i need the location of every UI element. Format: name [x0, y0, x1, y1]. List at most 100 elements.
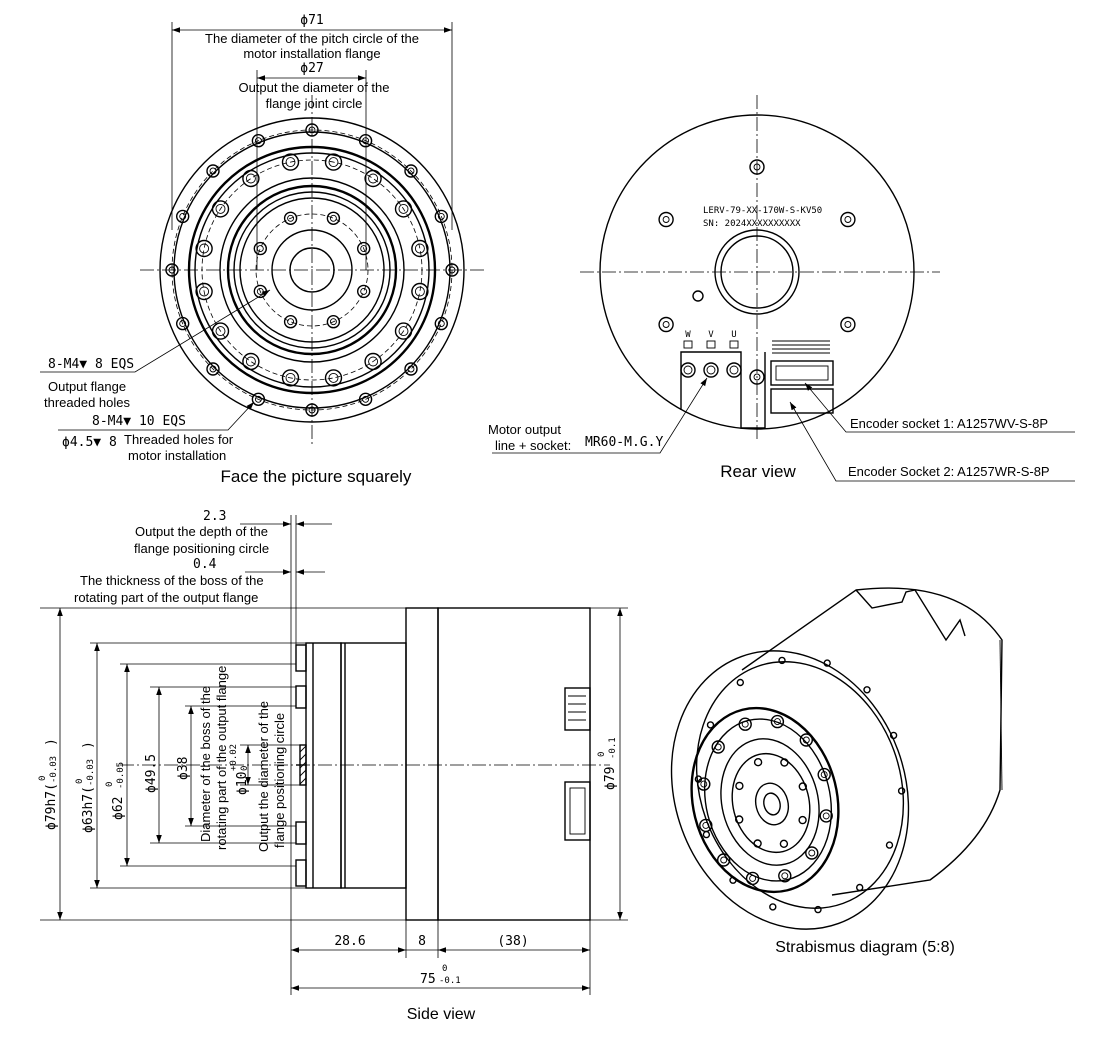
side-boss-upper	[295, 685, 307, 709]
motor-mount-hole-inner	[308, 406, 316, 414]
motor-mount-hole	[434, 209, 448, 224]
rear-socket-w	[680, 362, 696, 378]
dim-8-value: 8	[418, 934, 426, 949]
flange-bolt	[411, 239, 429, 258]
dim-38-text: ϕ38	[176, 757, 191, 780]
motor-mount-hole-inner	[437, 320, 445, 328]
motor-mount-hole-inner	[407, 365, 415, 373]
flange-bolt-inner	[414, 286, 425, 297]
output-threaded-hole	[283, 211, 298, 226]
iso-flange-bolt	[778, 869, 792, 883]
front-motor-mounting-holes	[165, 123, 459, 417]
side-view: 2.3 Output the depth of the flange posit…	[38, 509, 628, 1023]
side-boss-bottom	[295, 859, 307, 887]
iso-flange-bolt	[699, 818, 713, 833]
svg-text:0: 0	[75, 779, 85, 784]
flange-bolt-inner	[398, 203, 409, 214]
iso-housing-screw	[856, 883, 864, 892]
output-threaded-hole-inner	[287, 214, 295, 222]
dim-63h7-text: ϕ63h7( 0 -0.03 )	[75, 741, 96, 833]
rear-mount-hole-inner	[662, 216, 670, 223]
dim-27-label-1: Output the diameter of the	[238, 80, 389, 95]
callout-motor-holes-label-1: Threaded holes for	[124, 432, 234, 447]
iso-flange-bolt-inner	[802, 736, 810, 744]
dim-71-value: ϕ71	[300, 13, 323, 28]
front-flange-ring	[194, 152, 430, 388]
iso-center-bore-inner	[763, 792, 781, 816]
dim-27-label-2: flange joint circle	[266, 96, 363, 111]
dim-75-value: 75	[420, 972, 436, 987]
flange-bolt	[324, 369, 343, 387]
rear-socket-u-inner	[729, 365, 739, 375]
motor-mount-hole-inner	[254, 395, 262, 403]
iso-flange-bolt	[745, 871, 760, 886]
flange-bolt-inner	[285, 157, 296, 168]
iso-flange-bolt-inner	[808, 849, 816, 857]
dim-495-text: ϕ49.5	[144, 754, 159, 793]
side-reducer-body	[340, 642, 407, 889]
iso-housing-screw	[889, 731, 898, 740]
rear-mount-hole-inner	[844, 321, 852, 328]
dim-10-label: Output the diameter of the flange positi…	[256, 701, 287, 852]
svg-text:flange positioning circle: flange positioning circle	[272, 713, 287, 848]
callout-motor-holes-leader	[58, 401, 255, 431]
svg-text:ϕ10: ϕ10	[235, 772, 250, 795]
rear-mount-hole-inner	[753, 373, 761, 381]
iso-housing-screw	[863, 686, 871, 694]
front-output-bolt-circle	[201, 159, 423, 381]
dim-75-tol-lower: -0.1	[439, 976, 461, 986]
iso-output-hole	[780, 758, 789, 767]
svg-text:-0.1: -0.1	[608, 737, 618, 759]
dim-79-right-text: ϕ79 0 -0.1	[597, 737, 618, 790]
iso-flange-bolt-inner	[700, 780, 708, 788]
flange-bolt	[242, 352, 260, 371]
dim-23-value: 2.3	[203, 509, 226, 524]
svg-text:-0.03: -0.03	[49, 756, 59, 783]
flange-bolt	[364, 169, 382, 188]
rear-socket-v-inner	[706, 365, 716, 375]
dim-79h7-text: ϕ79h7( 0 -0.03 )	[38, 738, 59, 830]
output-threaded-hole-inner	[287, 318, 295, 326]
iso-flange-bolt	[711, 740, 725, 754]
output-threaded-hole-inner	[329, 318, 337, 326]
rear-mount-hole	[840, 211, 856, 228]
rear-view-caption: Rear view	[720, 462, 796, 481]
motor-mount-hole	[434, 316, 448, 331]
motor-mount-hole-inner	[168, 266, 176, 274]
callout-output-holes-leader	[40, 289, 271, 373]
dim-10-text: ϕ10 +0.02 0	[229, 744, 250, 795]
motor-output-label-2: line + socket:	[495, 438, 571, 453]
iso-output-hole	[753, 839, 762, 848]
iso-housing-rim	[670, 650, 910, 930]
front-outer-rim	[159, 117, 465, 423]
dim-38-len-value: (38)	[497, 934, 528, 949]
iso-output-hole	[798, 782, 807, 791]
flange-bolt	[281, 153, 300, 171]
rear-phase-w-mark	[683, 340, 693, 349]
motor-mount-hole	[445, 263, 459, 277]
output-threaded-hole	[253, 241, 267, 256]
front-output-flange-inner	[239, 197, 385, 343]
side-boss-top	[295, 644, 307, 672]
rear-socket-v	[703, 362, 719, 378]
iso-output-hole	[735, 781, 744, 791]
motor-mount-hole-inner	[179, 320, 187, 328]
dim-75-tol-upper: 0	[442, 964, 447, 974]
iso-flange-outer	[690, 706, 840, 894]
iso-flange-bolt	[770, 714, 785, 729]
output-threaded-hole	[283, 315, 298, 329]
motor-mount-hole-inner	[179, 212, 187, 220]
front-rotor-ring	[226, 184, 398, 356]
encoder1-label: Encoder socket 1: A1257WV-S-8P	[850, 416, 1048, 431]
iso-housing-screw	[769, 903, 777, 911]
dim-71-label-2: motor installation flange	[243, 46, 380, 61]
iso-flange-bolt	[805, 846, 819, 860]
iso-output-hole	[735, 815, 744, 824]
flange-bolt	[394, 322, 413, 340]
flange-bolt	[324, 153, 343, 171]
flange-bolt-inner	[328, 372, 339, 383]
iso-housing-screw	[885, 841, 894, 849]
motor-mount-hole	[404, 164, 418, 178]
